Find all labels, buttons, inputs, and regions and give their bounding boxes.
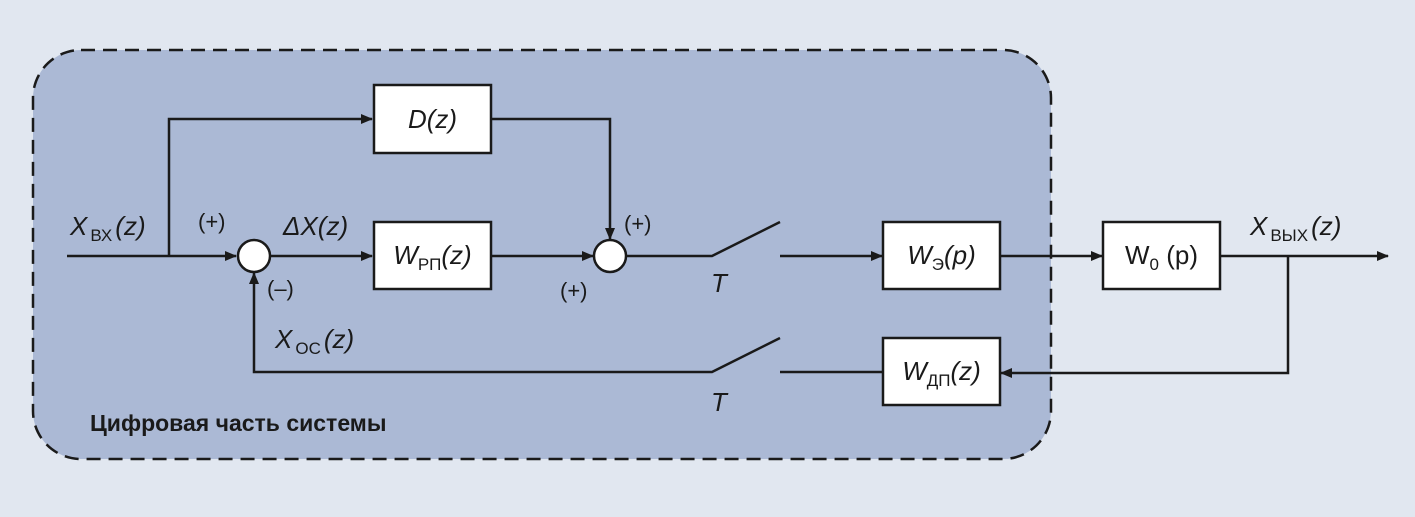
block-w-rp-label: WРП(z) <box>393 240 471 274</box>
block-w-dp <box>881 336 1002 407</box>
wire-feedback-to-sum1 <box>249 272 781 374</box>
block-d <box>372 83 493 155</box>
digital-region-title: Цифровая часть системы <box>90 410 386 436</box>
sum2-left-plus-sign: (+) <box>560 278 588 303</box>
summing-junction-2 <box>592 238 628 274</box>
wire-d-to-sum2 <box>491 117 615 240</box>
wire-branch-to-d <box>167 114 373 256</box>
sum1-minus-sign: (–) <box>267 276 294 301</box>
block-w-o <box>1101 220 1222 291</box>
digital-region <box>31 48 1053 461</box>
block-w-dp-label: WДП(z) <box>902 356 981 390</box>
block-w-rp <box>372 220 493 291</box>
block-d-label: D(z) <box>408 104 457 134</box>
sum1-plus-sign: (+) <box>198 209 226 234</box>
wire-sum2-to-switch <box>627 220 781 258</box>
wire-feedback-to-wdp <box>1000 256 1290 378</box>
feedback-switch-label: T <box>711 387 729 417</box>
forward-switch-label: T <box>711 268 729 298</box>
block-w-o-label: W0 (p) <box>1125 240 1198 274</box>
summing-junction-1 <box>236 238 272 274</box>
sum2-top-plus-sign: (+) <box>624 211 652 236</box>
connections <box>67 114 1389 378</box>
block-w-e-label: WЭ(p) <box>907 240 976 274</box>
signal-delta-x: ΔX(z) <box>282 211 348 241</box>
block-w-e <box>881 220 1002 291</box>
